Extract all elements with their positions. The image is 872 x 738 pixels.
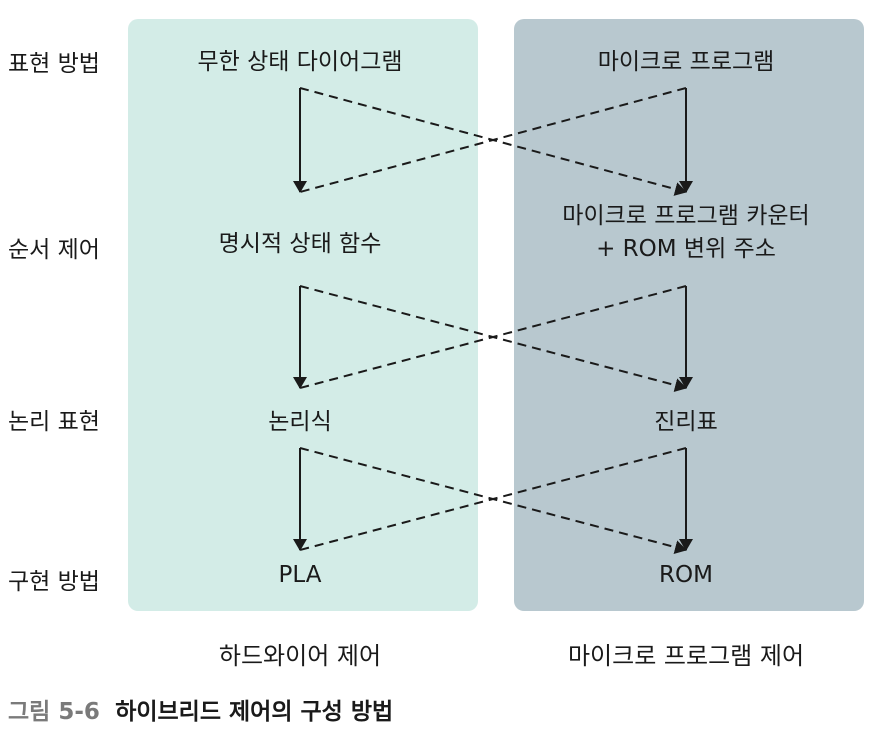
node-microprogram-counter-line1: 마이크로 프로그램 카운터 <box>562 203 810 229</box>
column-title-hardwired: 하드와이어 제어 <box>218 642 382 670</box>
hardwired-panel <box>128 19 478 611</box>
node-rom: ROM <box>659 562 713 588</box>
row-label-representation: 표현 방법 <box>8 51 100 77</box>
microprogram-panel <box>514 19 864 611</box>
node-pla: PLA <box>278 562 322 588</box>
figure-number: 그림 5-6 <box>8 699 100 725</box>
row-label-sequencing: 순서 제어 <box>8 237 100 263</box>
figure-caption-text: 하이브리드 제어의 구성 방법 <box>115 699 394 725</box>
node-microprogram-counter: 마이크로 프로그램 카운터 + ROM 변위 주소 <box>562 200 809 266</box>
node-fsm-diagram: 무한 상태 다이어그램 <box>197 49 403 75</box>
figure-caption: 그림 5-6 하이브리드 제어의 구성 방법 <box>8 692 393 726</box>
column-title-microprogram: 마이크로 프로그램 제어 <box>567 642 805 670</box>
row-label-logic: 논리 표현 <box>8 409 100 435</box>
row-label-implementation: 구현 방법 <box>8 569 100 595</box>
dashed-right-1 <box>299 87 687 193</box>
dashed-right-3 <box>299 447 687 551</box>
node-microprogram-counter-line2: + ROM 변위 주소 <box>596 236 776 262</box>
node-logic-equations: 논리식 <box>268 409 332 435</box>
node-explicit-state-function: 명시적 상태 함수 <box>218 231 382 257</box>
node-truth-table: 진리표 <box>654 409 718 435</box>
dashed-right-2 <box>299 285 687 389</box>
node-microprogram: 마이크로 프로그램 <box>597 49 775 75</box>
